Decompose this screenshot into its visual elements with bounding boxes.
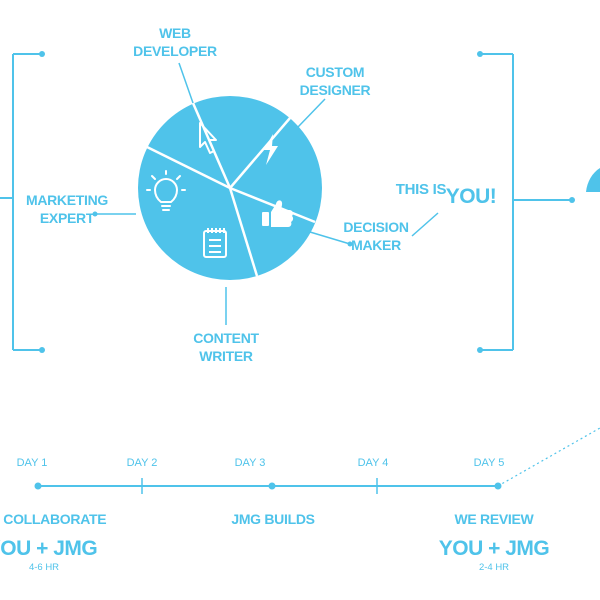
bracket-dot (39, 51, 45, 57)
label-content-writer: CONTENT WRITER (193, 330, 260, 364)
stage-builds: JMG BUILDS (231, 511, 315, 527)
you-callout: THIS IS YOU! (396, 181, 497, 208)
svg-text:MAKER: MAKER (351, 237, 401, 253)
left-bracket (0, 53, 42, 351)
right-bracket (480, 53, 572, 351)
day-label: DAY 4 (358, 457, 389, 469)
thumbs-up-icon (262, 200, 294, 227)
notepad-rings (207, 228, 225, 233)
label-custom-designer: CUSTOM DESIGNER (300, 64, 371, 98)
bracket-dot (477, 347, 483, 353)
label-marketing-expert: MARKETING EXPERT (26, 192, 109, 226)
stage-review: WE REVIEW YOU + JMG 2-4 HR (439, 511, 550, 573)
svg-text:YOU!: YOU! (446, 185, 497, 208)
svg-text:THIS IS: THIS IS (396, 181, 447, 198)
svg-text:CUSTOM: CUSTOM (306, 64, 365, 80)
stage-collaborate: WE COLLABORATE YOU + JMG 4-6 HR (0, 511, 107, 573)
svg-text:MARKETING: MARKETING (26, 192, 108, 208)
svg-text:YOU + JMG: YOU + JMG (0, 537, 97, 560)
svg-text:WE COLLABORATE: WE COLLABORATE (0, 511, 106, 527)
cursor-icon (199, 122, 217, 154)
svg-text:WEB: WEB (159, 25, 191, 41)
svg-text:YOU + JMG: YOU + JMG (439, 537, 550, 560)
timeline-node (268, 482, 276, 490)
day-label: DAY 3 (235, 457, 266, 469)
timeline: DAY 1 DAY 2 DAY 3 DAY 4 DAY 5 WE COLLABO… (0, 427, 600, 573)
day-label: DAY 5 (474, 457, 505, 469)
svg-text:JMG BUILDS: JMG BUILDS (231, 511, 314, 527)
roles-pie (138, 96, 322, 280)
lightning-icon (264, 134, 278, 165)
day-label: DAY 2 (127, 457, 158, 469)
svg-text:DECISION: DECISION (343, 219, 408, 235)
bracket-dot (569, 197, 575, 203)
offscreen-figure (586, 168, 600, 192)
svg-text:DEVELOPER: DEVELOPER (133, 43, 217, 59)
label-web-developer: WEB DEVELOPER (133, 25, 217, 59)
svg-text:WE REVIEW: WE REVIEW (455, 511, 535, 527)
label-decision-maker: DECISION MAKER (343, 219, 409, 253)
connector-dot (347, 241, 353, 247)
svg-text:4-6 HR: 4-6 HR (29, 562, 59, 573)
label-connectors (95, 62, 439, 325)
bracket-dot (39, 347, 45, 353)
day-label: DAY 1 (17, 457, 48, 469)
svg-text:EXPERT: EXPERT (40, 210, 95, 226)
svg-text:WRITER: WRITER (199, 348, 253, 364)
svg-text:2-4 HR: 2-4 HR (479, 562, 509, 573)
bracket-dot (477, 51, 483, 57)
svg-text:DESIGNER: DESIGNER (300, 82, 371, 98)
lightbulb-icon (146, 170, 186, 211)
connector-dot (92, 211, 98, 217)
timeline-node (34, 482, 42, 490)
svg-text:CONTENT: CONTENT (193, 330, 259, 346)
timeline-dotted-link (497, 427, 600, 487)
